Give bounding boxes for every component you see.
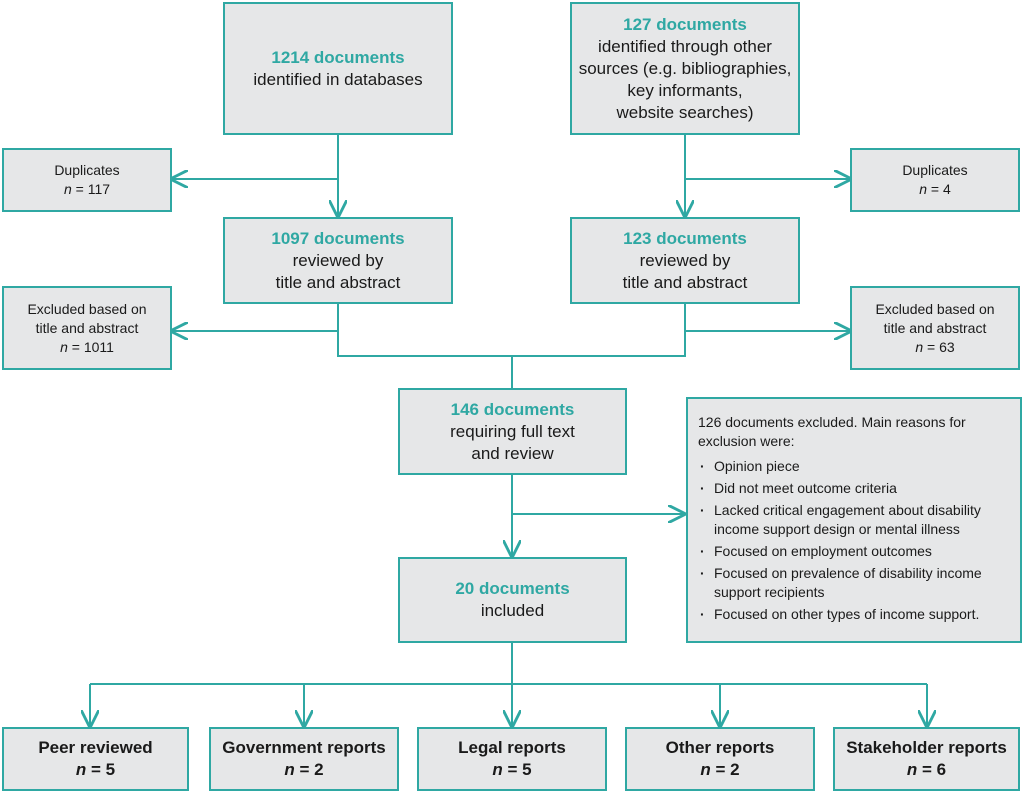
fulltext-count: 146 documents xyxy=(450,399,575,419)
category-label: Other reports xyxy=(665,738,775,757)
excluded-left-n: n = 1011 xyxy=(60,338,114,355)
fulltext-desc-1: requiring full text xyxy=(450,421,575,441)
fulltext-desc-2: and review xyxy=(471,443,554,463)
duplicates-right-box: Duplicates n = 4 xyxy=(850,148,1020,212)
exclusion-reason: Lacked critical engagement about disabil… xyxy=(698,501,1010,539)
excluded-left-label-2: title and abstract xyxy=(35,319,139,336)
databases-desc: identified in databases xyxy=(253,69,423,89)
category-n: n = 6 xyxy=(906,760,947,779)
category-n: n = 5 xyxy=(492,760,532,779)
excluded-left-box: Excluded based on title and abstract n =… xyxy=(2,286,172,370)
duplicates-left-box: Duplicates n = 117 xyxy=(2,148,172,212)
exclusion-reason: Focused on other types of income support… xyxy=(698,605,1010,624)
excluded-left-label-1: Excluded based on xyxy=(27,300,147,317)
category-government-reports: Government reports n = 2 xyxy=(209,727,399,791)
duplicates-right-n: n = 4 xyxy=(919,181,951,197)
exclusion-reasons-box: 126 documents excluded. Main reasons for… xyxy=(686,397,1022,643)
exclusion-reason: Focused on employment outcomes xyxy=(698,542,1010,561)
category-n: n = 5 xyxy=(75,760,116,779)
category-label: Peer reviewed xyxy=(38,738,153,757)
other-sources-desc-1: identified through other xyxy=(598,36,772,56)
category-label: Government reports xyxy=(222,738,386,757)
databases-box: 1214 documents identified in databases xyxy=(223,2,453,135)
included-desc: included xyxy=(480,601,545,620)
review-left-count: 1097 documents xyxy=(271,228,405,248)
databases-count: 1214 documents xyxy=(271,47,405,67)
exclusion-reason: Focused on prevalence of disability inco… xyxy=(698,564,1010,602)
other-sources-desc-2: sources (e.g. bibliographies, xyxy=(578,58,792,78)
category-other-reports: Other reports n = 2 xyxy=(625,727,815,791)
review-right-desc-2: title and abstract xyxy=(622,272,748,292)
review-right-count: 123 documents xyxy=(623,228,747,248)
duplicates-right-label: Duplicates xyxy=(902,162,968,178)
review-left-desc-1: reviewed by xyxy=(292,250,384,270)
other-sources-box: 127 documents identified through other s… xyxy=(570,2,800,135)
review-left-desc-2: title and abstract xyxy=(275,272,401,292)
included-box: 20 documents included xyxy=(398,557,627,643)
category-label: Stakeholder reports xyxy=(846,738,1007,757)
exclusion-reasons-list: Opinion piece Did not meet outcome crite… xyxy=(698,457,1010,624)
other-sources-count: 127 documents xyxy=(623,14,747,34)
included-count: 20 documents xyxy=(455,579,570,598)
duplicates-left-label: Duplicates xyxy=(54,162,120,178)
exclusion-reason: Opinion piece xyxy=(698,457,1010,476)
excluded-right-box: Excluded based on title and abstract n =… xyxy=(850,286,1020,370)
review-right-box: 123 documents reviewed by title and abst… xyxy=(570,217,800,304)
category-stakeholder-reports: Stakeholder reports n = 6 xyxy=(833,727,1020,791)
duplicates-left-n: n = 117 xyxy=(63,181,111,197)
category-peer-reviewed: Peer reviewed n = 5 xyxy=(2,727,189,791)
exclusion-reason: Did not meet outcome criteria xyxy=(698,479,1010,498)
review-left-box: 1097 documents reviewed by title and abs… xyxy=(223,217,453,304)
fulltext-box: 146 documents requiring full text and re… xyxy=(398,388,627,475)
category-label: Legal reports xyxy=(458,738,566,757)
excluded-right-label-2: title and abstract xyxy=(883,319,987,336)
category-legal-reports: Legal reports n = 5 xyxy=(417,727,607,791)
merge-line xyxy=(337,304,686,357)
other-sources-desc-4: website searches) xyxy=(616,102,754,122)
category-n: n = 2 xyxy=(284,760,324,779)
other-sources-desc-3: key informants, xyxy=(627,80,743,100)
excluded-right-n: n = 63 xyxy=(915,338,955,355)
exclusion-reasons-intro: 126 documents excluded. Main reasons for… xyxy=(698,414,966,449)
category-n: n = 2 xyxy=(700,760,740,779)
review-right-desc-1: reviewed by xyxy=(639,250,731,270)
excluded-right-label-1: Excluded based on xyxy=(875,300,995,317)
